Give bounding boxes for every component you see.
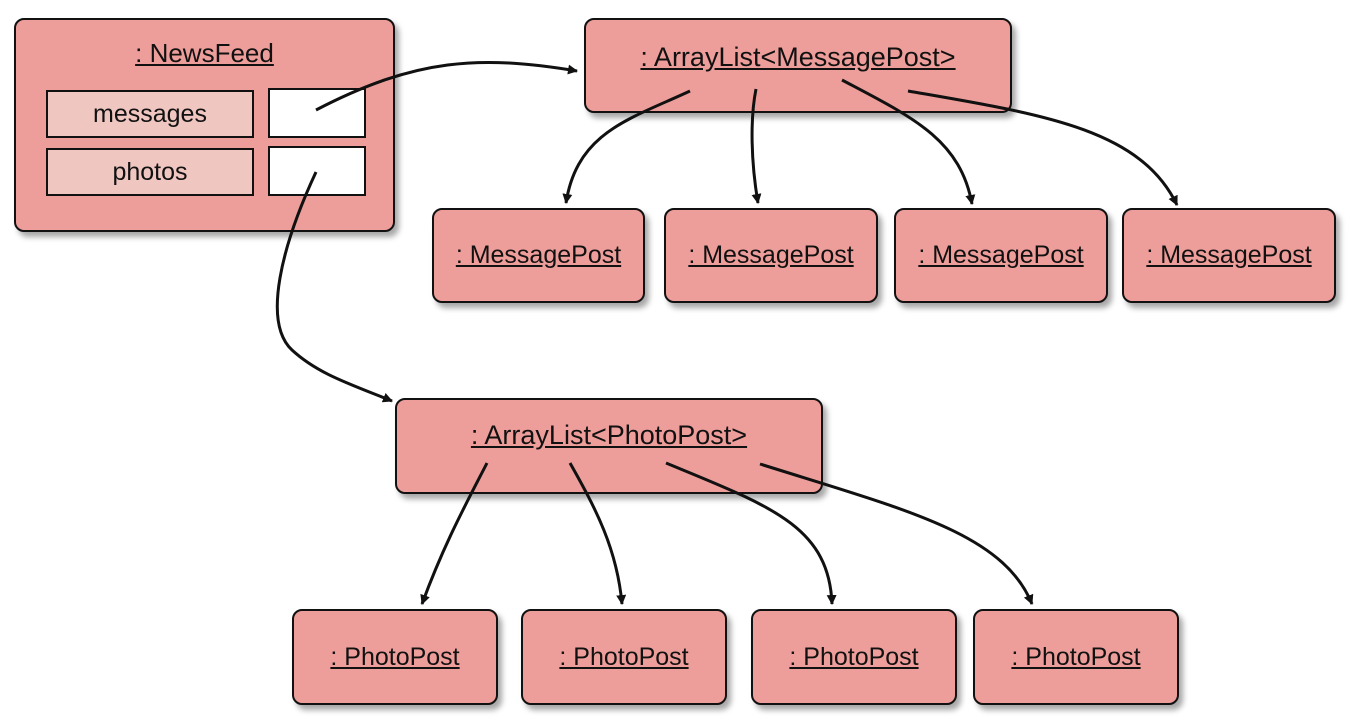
message-post-object: : MessagePost [432, 208, 645, 303]
message-post-label: : MessagePost [1146, 241, 1312, 269]
message-post-label: : MessagePost [455, 241, 622, 269]
message-post-object: : MessagePost [1122, 208, 1336, 303]
photo-post-object: : PhotoPost [521, 609, 727, 705]
message-post-object: : MessagePost [664, 208, 878, 303]
photo-post-object: : PhotoPost [973, 609, 1179, 705]
photo-arraylist-title: : ArrayList<PhotoPost> [470, 420, 748, 450]
messages-field-label: messages [46, 90, 254, 138]
photo-arraylist-object: : ArrayList<PhotoPost> [395, 398, 823, 494]
newsfeed-title: : NewsFeed [135, 38, 274, 68]
message-post-object: : MessagePost [894, 208, 1108, 303]
photo-post-label: : PhotoPost [789, 642, 919, 671]
messages-field-value [268, 88, 366, 138]
photo-post-object: : PhotoPost [751, 609, 957, 705]
newsfeed-object: : NewsFeed messages photos [14, 18, 395, 232]
photo-post-label: : PhotoPost [559, 642, 689, 671]
photos-field-value [268, 146, 366, 196]
message-arraylist-title: : ArrayList<MessagePost> [640, 42, 956, 72]
photo-post-label: : PhotoPost [1011, 642, 1141, 671]
photo-post-label: : PhotoPost [330, 642, 460, 671]
photos-field-label: photos [46, 148, 254, 196]
photo-post-object: : PhotoPost [292, 609, 498, 705]
message-post-label: : MessagePost [688, 241, 854, 269]
message-post-label: : MessagePost [918, 241, 1084, 269]
message-arraylist-object: : ArrayList<MessagePost> [584, 18, 1012, 113]
